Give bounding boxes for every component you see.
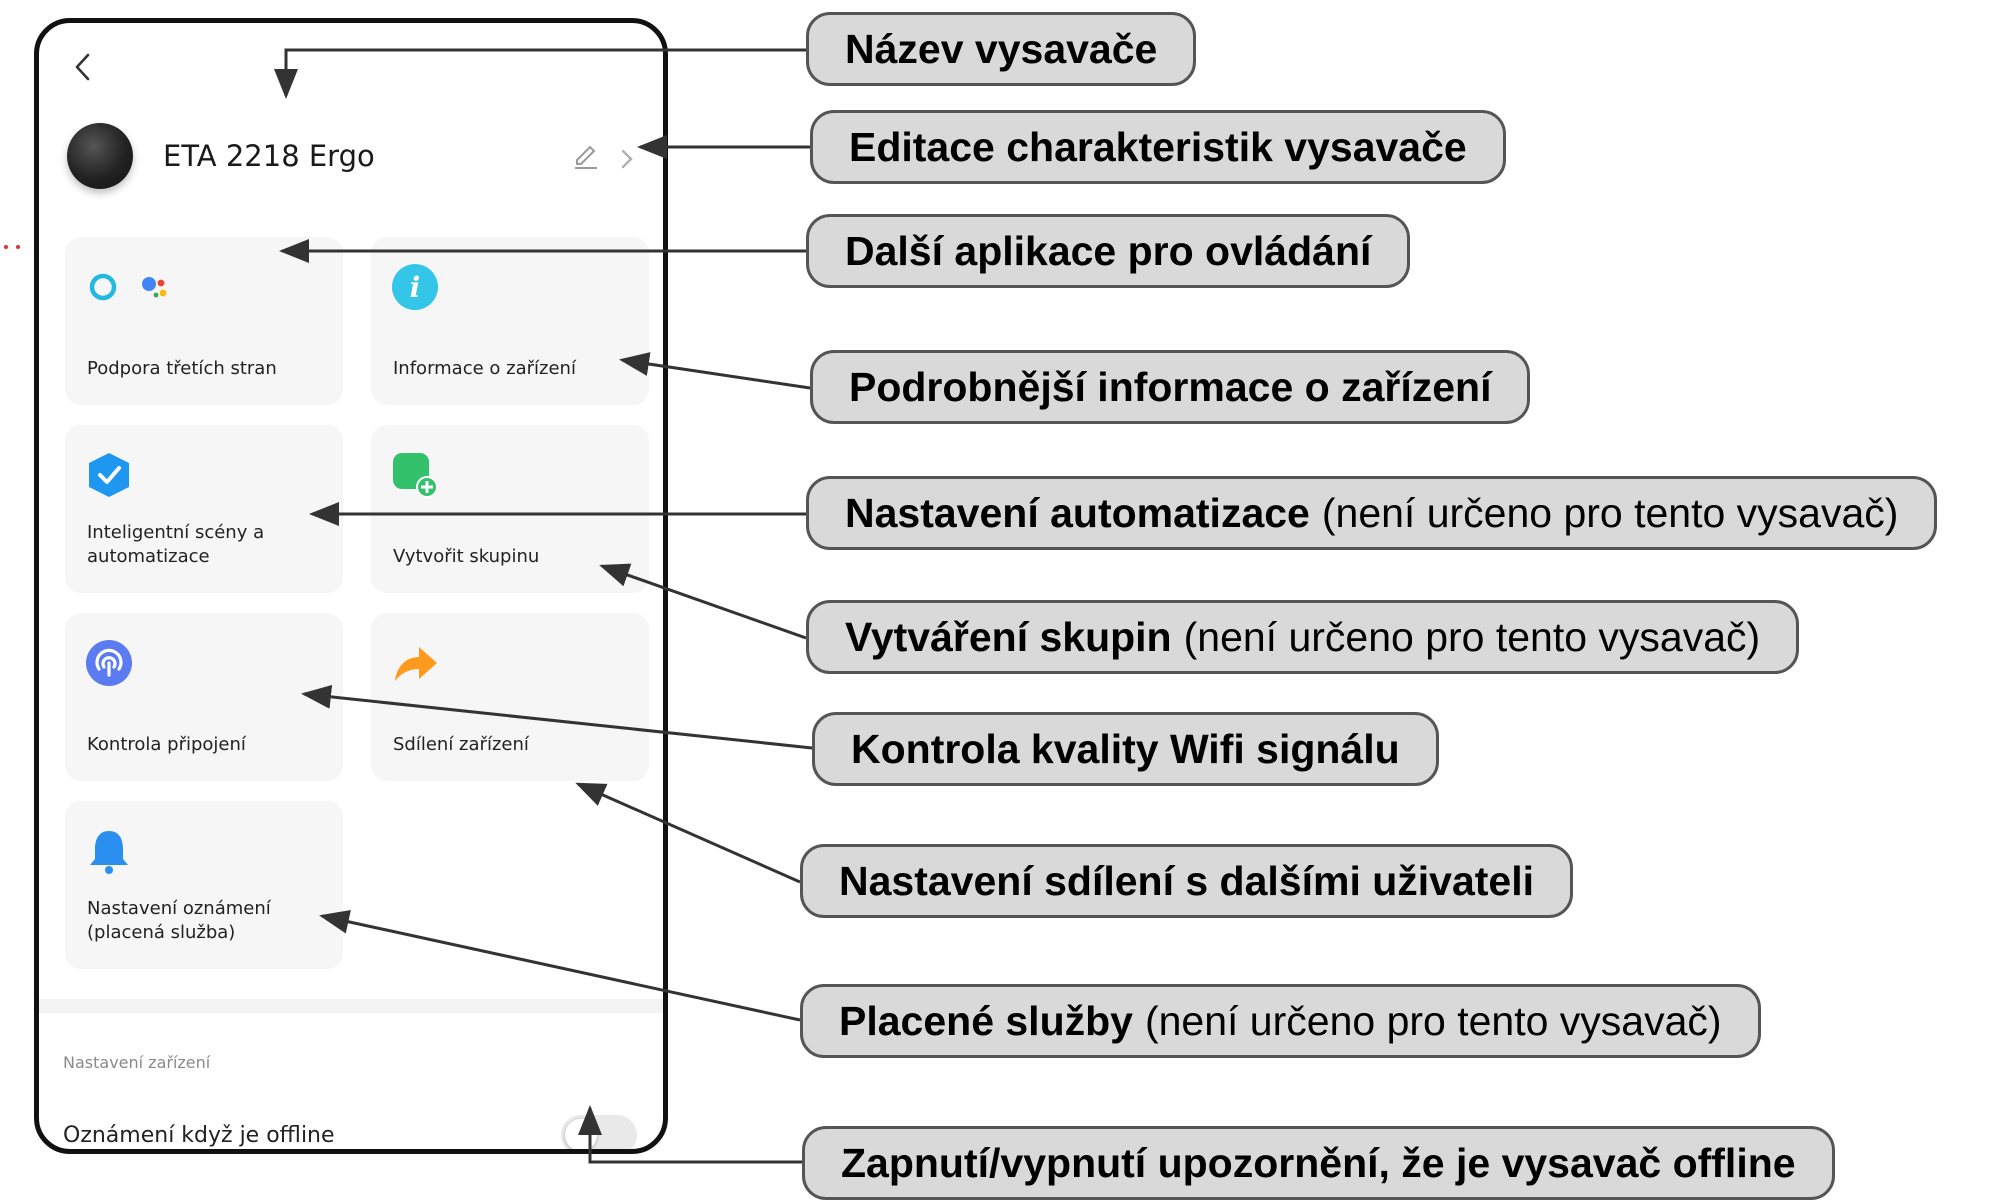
- tile-smart-scenes[interactable]: Inteligentní scény a automatizace: [65, 425, 343, 593]
- callout-wifi: Kontrola kvality Wifi signálu: [812, 712, 1439, 786]
- check-shield-icon: [89, 453, 129, 497]
- tile-label: Sdílení zařízení: [393, 734, 529, 755]
- callout-other-apps: Další aplikace pro ovládání: [806, 214, 1411, 288]
- callout-bold: Kontrola kvality Wifi signálu: [851, 725, 1400, 772]
- arrow-group: [599, 563, 807, 640]
- callout-groups: Vytváření skupin (není určeno pro tento …: [806, 600, 1800, 674]
- tile-label: Inteligentní scény a automatizace: [87, 522, 265, 567]
- edit-pencil-icon[interactable]: [571, 141, 601, 171]
- callout-bold: Podrobnější informace o zařízení: [849, 363, 1492, 410]
- callout-sharing: Nastavení sdílení s dalšími uživateli: [800, 844, 1573, 918]
- tile-label: Podpora třetích stran: [87, 358, 277, 379]
- callout-bold: Vytváření skupin: [845, 613, 1172, 660]
- tile-label: Informace o zařízení: [393, 358, 576, 379]
- callout-bold: Další aplikace pro ovládání: [845, 227, 1372, 274]
- red-dots-decoration: [4, 245, 20, 249]
- section-divider: [39, 999, 663, 1013]
- tile-notification-settings[interactable]: Nastavení oznámení (placená služba): [65, 801, 343, 969]
- device-avatar: [67, 123, 133, 189]
- arrow-device-name: [274, 48, 806, 99]
- callout-offline-toggle: Zapnutí/vypnutí upozornění, že je vysava…: [802, 1126, 1835, 1200]
- tile-label: Nastavení oznámení (placená služba): [87, 898, 271, 943]
- callout-automation: Nastavení automatizace (není určeno pro …: [806, 476, 1938, 550]
- tile-label: Vytvořit skupinu: [393, 546, 540, 567]
- add-group-icon: [393, 453, 438, 498]
- callout-note: (není určeno pro tento vysavač): [1183, 613, 1761, 660]
- share-arrow-icon: [395, 647, 437, 681]
- callout-device-info: Podrobnější informace o zařízení: [810, 350, 1531, 424]
- info-icon: i: [392, 264, 438, 310]
- arrow-info: [619, 352, 811, 390]
- callout-note: (není určeno pro tento vysavač): [1321, 489, 1899, 536]
- back-button[interactable]: [65, 49, 101, 85]
- callout-note: (není určeno pro tento vysavač): [1144, 997, 1722, 1044]
- tile-device-sharing[interactable]: Sdílení zařízení: [371, 613, 649, 781]
- chevron-right-icon[interactable]: [617, 147, 637, 171]
- arrow-wifi: [301, 684, 813, 750]
- section-title: Nastavení zařízení: [63, 1053, 211, 1072]
- offline-notification-label: Oznámení když je offline: [63, 1123, 335, 1148]
- tile-label: Kontrola připojení: [87, 734, 246, 755]
- signal-icon: [86, 640, 132, 686]
- arrow-sharing: [575, 782, 801, 884]
- callout-paid-services: Placené služby (není určeno pro tento vy…: [800, 984, 1761, 1058]
- alexa-google-assistant-icon: [89, 273, 167, 301]
- tile-connection-check[interactable]: Kontrola připojení: [65, 613, 343, 781]
- chevron-left-icon: [75, 53, 90, 81]
- bell-icon: [90, 831, 128, 874]
- svg-text:i: i: [410, 271, 421, 304]
- callout-bold: Editace charakteristik vysavače: [849, 123, 1467, 170]
- callout-bold: Název vysavače: [845, 25, 1158, 72]
- arrow-paid: [319, 910, 801, 1022]
- tile-device-info[interactable]: i Informace o zařízení: [371, 237, 649, 405]
- callout-bold: Placené služby: [839, 997, 1133, 1044]
- phone-screen: ETA 2218 Ergo Podpora třetích stran i In…: [34, 18, 668, 1154]
- callout-bold: Zapnutí/vypnutí upozornění, že je vysava…: [841, 1139, 1796, 1186]
- callout-edit: Editace charakteristik vysavače: [810, 110, 1506, 184]
- arrow-offline: [578, 1105, 802, 1164]
- device-name[interactable]: ETA 2218 Ergo: [163, 139, 375, 173]
- callout-bold: Nastavení automatizace: [845, 489, 1310, 536]
- tile-third-party-support[interactable]: Podpora třetích stran: [65, 237, 343, 405]
- callout-device-name: Název vysavače: [806, 12, 1197, 86]
- callout-bold: Nastavení sdílení s dalšími uživateli: [839, 857, 1534, 904]
